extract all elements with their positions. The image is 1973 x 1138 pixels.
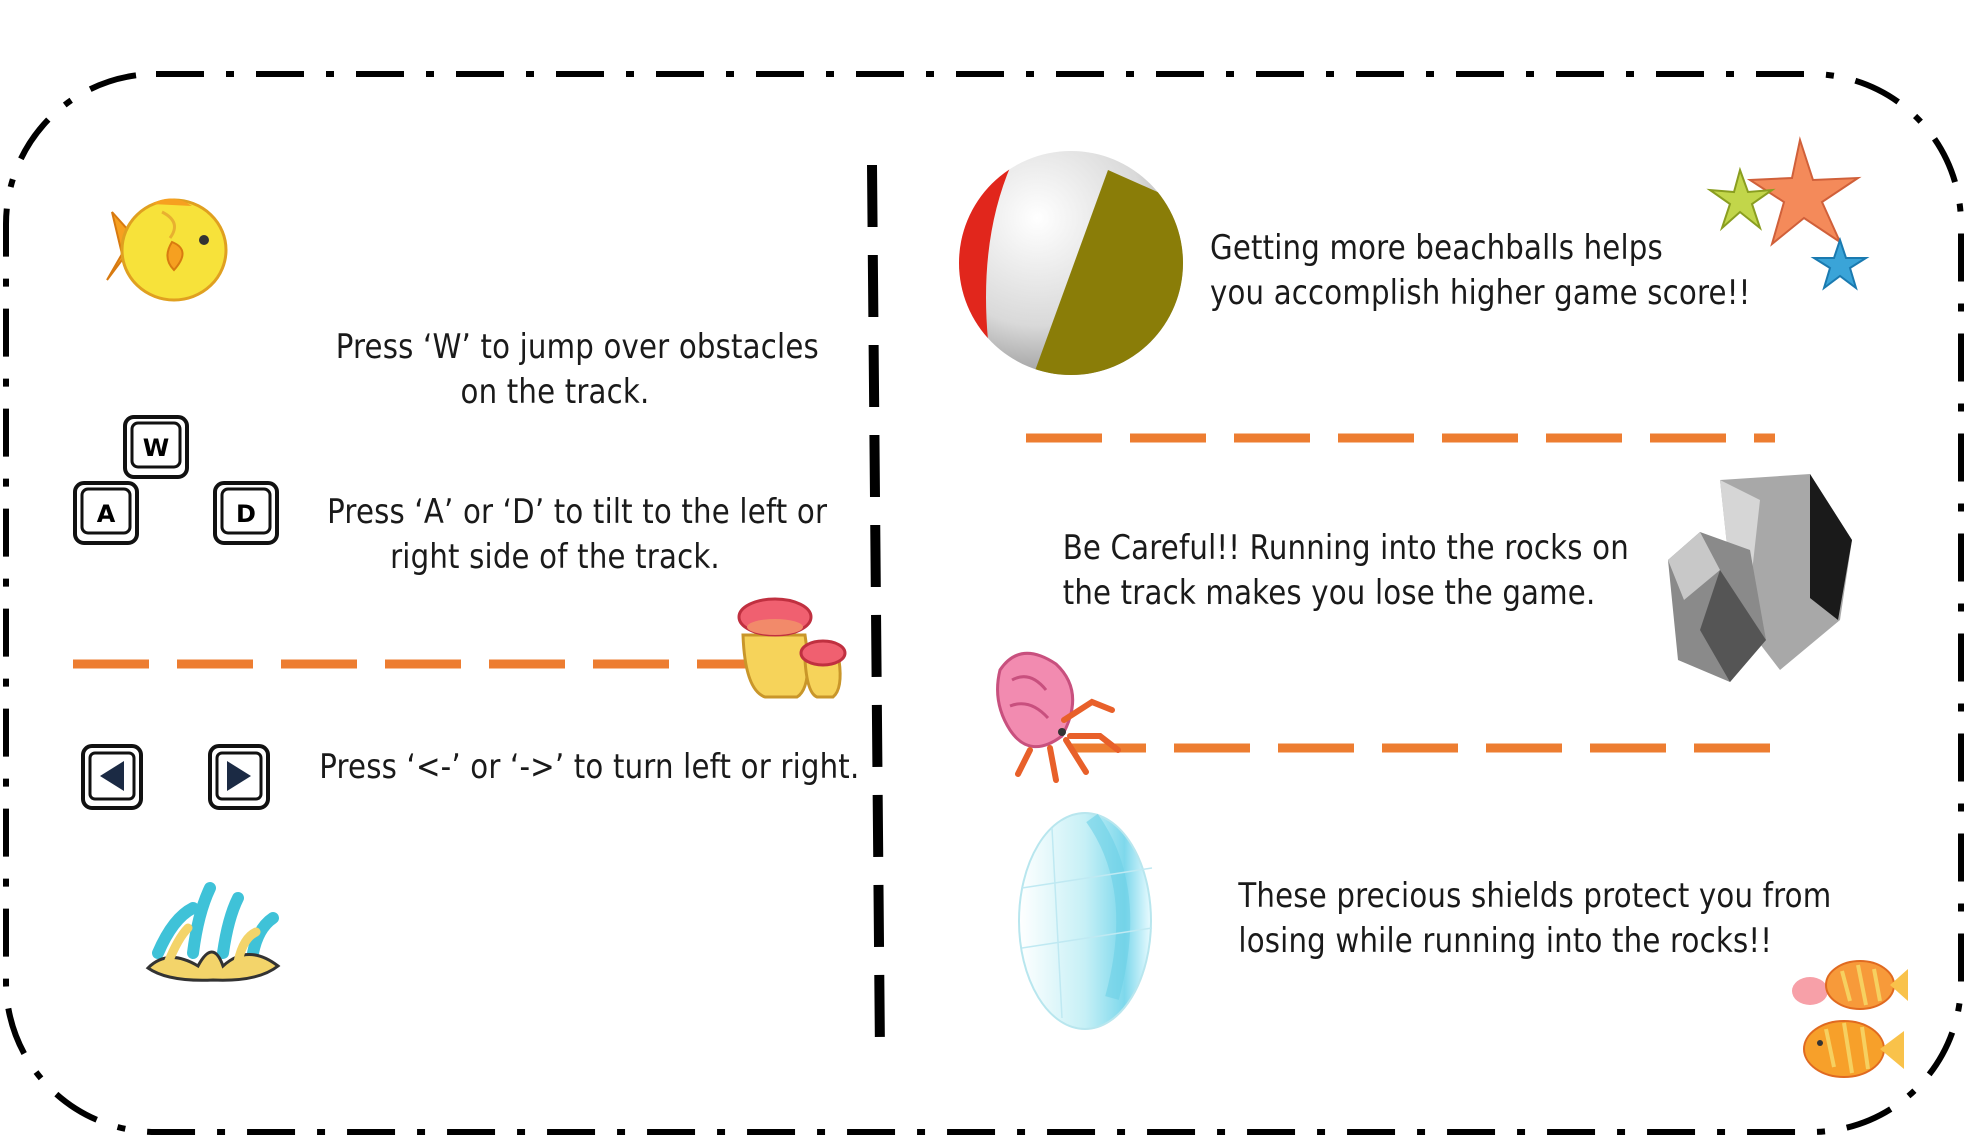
jump-instruction-line2: on the track.	[460, 372, 650, 412]
w-key-icon: W	[123, 415, 189, 479]
beachball-icon	[959, 151, 1183, 375]
yellow-fish-icon	[106, 198, 228, 302]
d-key-icon: D	[213, 481, 279, 545]
rocks-description-line2: the track makes you lose the game.	[1062, 573, 1596, 613]
beachball-description-line2: you accomplish higher game score!!	[1210, 273, 1751, 313]
a-key-label: A	[97, 500, 116, 528]
hermit-crab-icon	[996, 651, 1121, 783]
beachball-description-line1: Getting more beachballs helps	[1210, 228, 1663, 268]
rocks-icon	[1668, 474, 1852, 682]
shield-icon	[1018, 812, 1153, 1030]
starfish-icon	[1706, 136, 1870, 291]
tropical-fish-icon	[1792, 960, 1908, 1078]
tilt-instruction-line1: Press ‘A’ or ‘D’ to tilt to the left or	[327, 492, 828, 532]
shield-description-line2: losing while running into the rocks!!	[1238, 921, 1773, 961]
anemone-icon	[737, 597, 847, 699]
tilt-instruction-line2: right side of the track.	[390, 537, 720, 577]
left-arrow-key-icon	[81, 744, 143, 810]
shield-description-line1: These precious shields protect you from	[1238, 876, 1832, 916]
rocks-description-line1: Be Careful!! Running into the rocks on	[1062, 528, 1629, 568]
a-key-icon: A	[73, 481, 139, 545]
right-arrow-key-icon	[208, 744, 270, 810]
jump-instruction-line1: Press ‘W’ to jump over obstacles	[335, 327, 819, 367]
w-key-label: W	[143, 434, 169, 462]
coral-icon	[145, 882, 281, 982]
d-key-label: D	[236, 500, 256, 528]
turn-instruction: Press ‘<-’ or ‘->’ to turn left or right…	[319, 747, 860, 787]
